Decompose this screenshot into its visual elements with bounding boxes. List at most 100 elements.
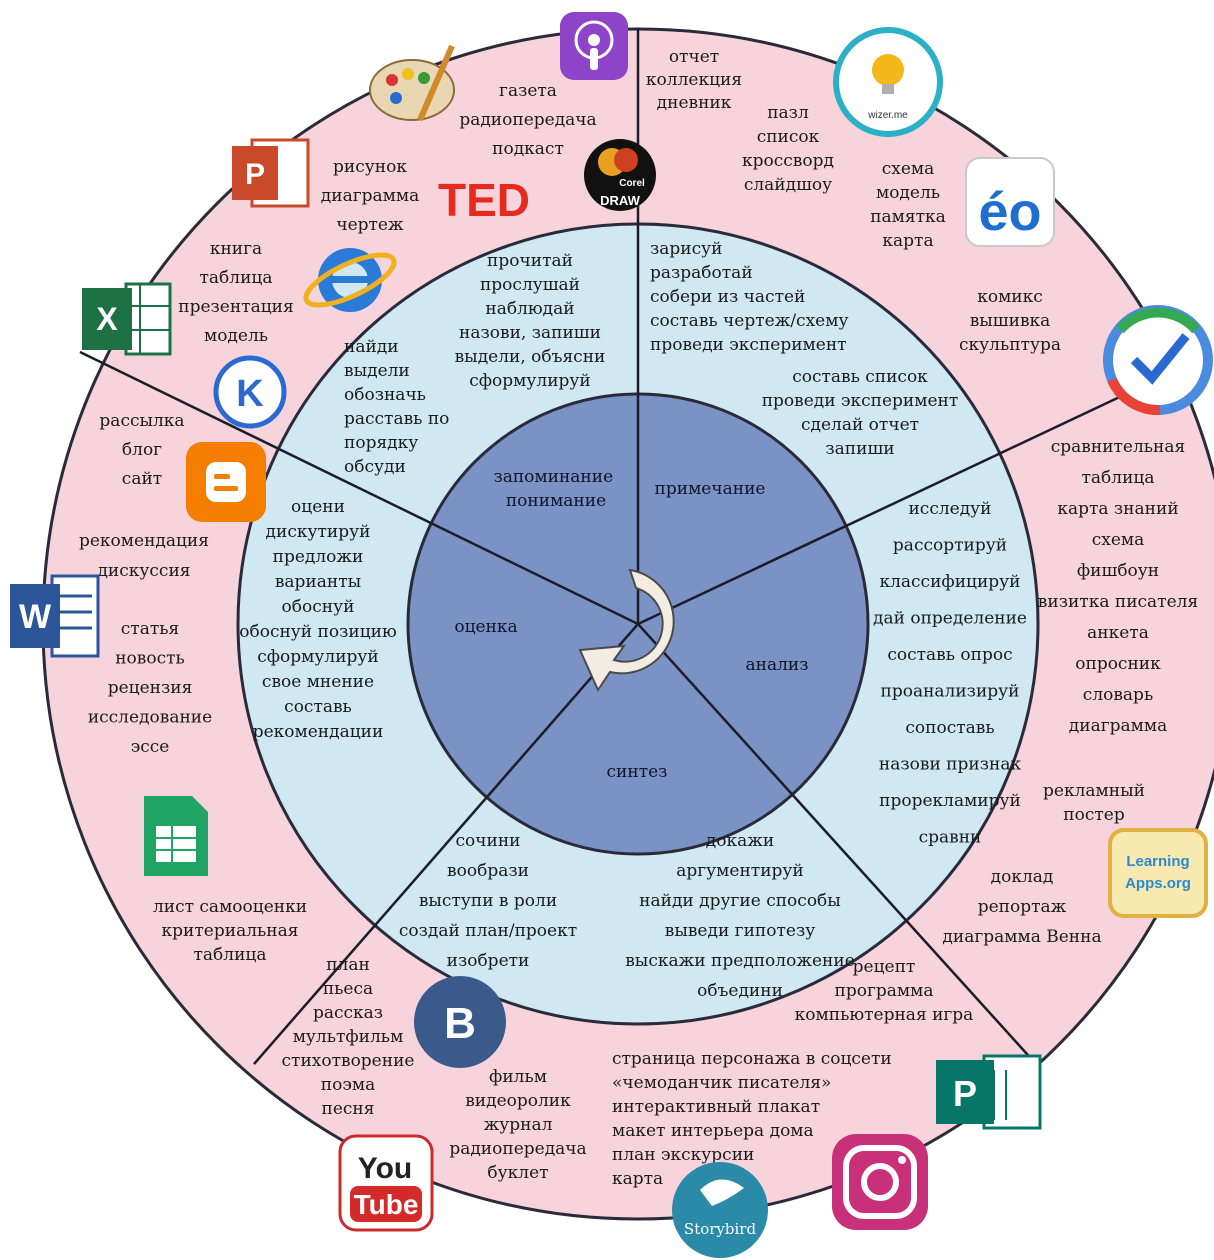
core-label-synthesis: синтез — [607, 762, 668, 782]
verbs-remember-item: выдели, объясни — [455, 347, 606, 367]
verbs-evaluation-item: сформулируй — [257, 647, 379, 667]
verbs-evaluation-item: обоснуй позицию — [239, 622, 397, 642]
verbs-note-item: разработай — [650, 263, 753, 283]
verbs-evaluation-item: свое мнение — [262, 672, 374, 692]
products-right-lower-item: рекламный — [1043, 781, 1145, 801]
products-top-left-b-item: презентация — [178, 297, 293, 317]
core-label-evaluation: оценка — [454, 617, 517, 637]
products-right-lower-item: постер — [1063, 805, 1125, 825]
verbs-evaluation-item: рекомендации — [253, 722, 384, 742]
products-bottom-center-item: буклет — [487, 1163, 548, 1183]
products-top-right-a-item: коллекция — [646, 70, 742, 90]
products-top-center-item: подкаст — [492, 139, 564, 159]
products-right-item: сравнительная — [1051, 437, 1185, 457]
products-bottom-right-b-item: страница персонажа в соцсети — [612, 1049, 892, 1069]
verbs-remember-left-item: обозначь — [344, 385, 426, 405]
verbs-remember-left-item: расставь по — [344, 409, 449, 429]
verbs-synthesis-left-item: сочини — [456, 831, 521, 851]
products-top-left-b-item: таблица — [200, 268, 273, 288]
verbs-remember-left-item: выдели — [344, 361, 410, 381]
products-left-upper-item: блог — [122, 440, 162, 460]
svg-text:Tube: Tube — [354, 1189, 419, 1220]
products-top-left-b-item: модель — [204, 326, 268, 346]
products-right-item: таблица — [1082, 468, 1155, 488]
sector-divider — [637, 623, 1037, 1065]
wizer-icon: wizer.me — [833, 27, 943, 137]
products-right-item: фишбоун — [1077, 561, 1159, 581]
verbs-analysis-item: составь опрос — [887, 645, 1012, 665]
products-left-item: статья — [121, 619, 179, 639]
storybird-icon: Storybird — [672, 1162, 768, 1258]
verbs-note-item: собери из частей — [650, 287, 805, 307]
svg-text:Learning: Learning — [1126, 853, 1189, 870]
verbs-analysis-item: назови признак — [879, 755, 1022, 775]
publisher-icon: P — [936, 1054, 1042, 1130]
products-top-right-c-item: карта — [882, 231, 933, 251]
verbs-synthesis-left-item: изобрети — [447, 951, 530, 971]
verbs-evaluation-item: дискутируй — [266, 522, 371, 542]
products-bottom-left-item: рассказ — [313, 1003, 383, 1023]
products-left-upper-item: рассылка — [99, 411, 184, 431]
ted-logo: TED — [438, 174, 530, 226]
products-bottom-center-item: видеоролик — [465, 1091, 571, 1111]
products-top-right-c-item: памятка — [870, 207, 946, 227]
svg-text:Storybird: Storybird — [684, 1220, 757, 1238]
sector-divider — [79, 350, 639, 626]
products-right-upper-item: комикс — [977, 287, 1043, 307]
google-sheets-icon — [144, 796, 208, 876]
svg-text:Corel: Corel — [619, 178, 645, 189]
svg-text:Apps.org: Apps.org — [1125, 875, 1191, 892]
verbs-analysis-item: сравни — [919, 828, 982, 848]
verbs-note-item: зарисуй — [650, 239, 722, 259]
verbs-evaluation-item: обоснуй — [282, 597, 355, 617]
verbs-analysis-item: дай определение — [873, 609, 1027, 629]
blogger-icon — [186, 442, 266, 522]
products-right-upper-item: вышивка — [970, 311, 1051, 331]
products-right-item: диаграмма — [1069, 716, 1167, 736]
youtube-icon: You Tube — [338, 1134, 434, 1232]
verbs-analysis-item: проанализируй — [881, 682, 1020, 702]
internet-explorer-icon — [303, 248, 397, 312]
powerpoint-icon: P — [232, 138, 310, 208]
products-top-center-item: газета — [499, 81, 557, 101]
verbs-evaluation-item: составь — [284, 697, 352, 717]
products-left-bottom-item: критериальная — [162, 921, 299, 941]
paint-palette-icon — [369, 44, 455, 122]
sector-divider — [637, 376, 1161, 626]
products-top-left-a-item: диаграмма — [321, 186, 419, 206]
verbs-remember-item: прочитай — [487, 251, 573, 271]
verbs-evaluation-item: предложи — [273, 547, 364, 567]
verbs-synthesis-left-item: вообрази — [447, 861, 529, 881]
products-left-mid-item: дискуссия — [97, 561, 190, 581]
verbs-note-item: проведи эксперимент — [650, 335, 847, 355]
instagram-icon — [832, 1134, 928, 1230]
cycle-arrow-icon — [578, 568, 675, 693]
products-right-lower: рекламный постер — [1043, 781, 1145, 825]
core-label-note: примечание — [655, 479, 766, 499]
products-bottom-left-item: поэма — [321, 1075, 375, 1095]
products-bottom-right-a-item: программа — [835, 981, 934, 1001]
learningapps-icon: Learning Apps.org — [1108, 828, 1208, 918]
products-bottom-right-b-item: карта — [612, 1169, 663, 1189]
excel-icon: X — [82, 282, 172, 356]
products-right-item: схема — [1092, 530, 1145, 550]
products-top-right-b-item: пазл — [767, 103, 809, 123]
svg-text:X: X — [96, 301, 118, 337]
verbs-remember-item: назови, запиши — [459, 323, 601, 343]
svg-text:B: B — [444, 999, 476, 1048]
products-bottom-center-item: фильм — [489, 1067, 547, 1087]
products-left-upper-item: сайт — [122, 469, 162, 489]
sector-dividers — [79, 28, 1161, 1065]
